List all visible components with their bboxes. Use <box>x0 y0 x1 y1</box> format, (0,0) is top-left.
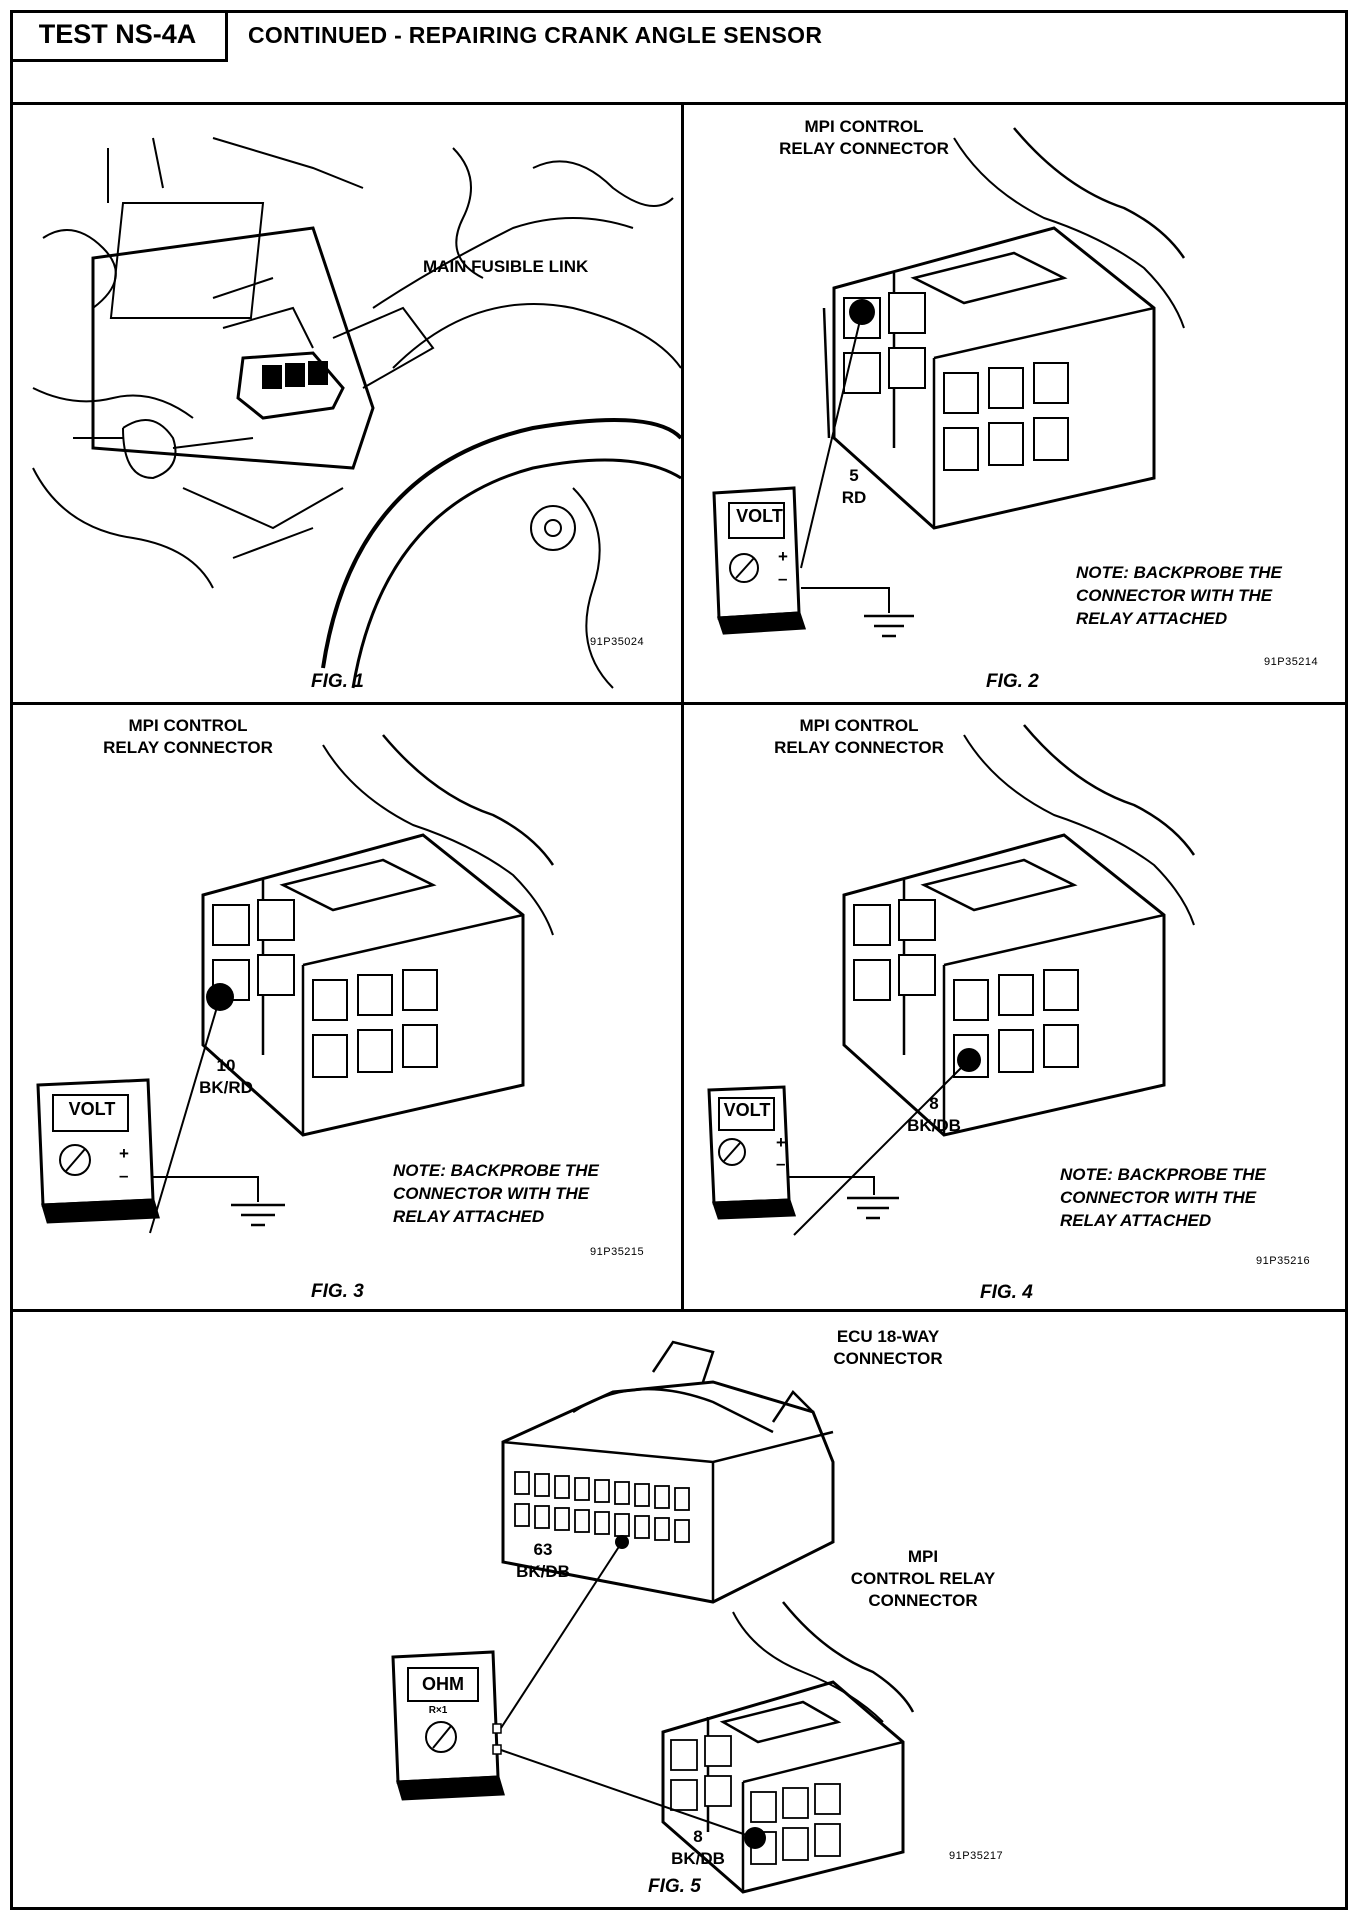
meter-range: R×1 <box>428 1705 448 1716</box>
fig1-panel: MAIN FUSIBLE LINK 91P35024 FIG. 1 <box>13 108 683 702</box>
meter-label: OHM <box>422 1674 464 1694</box>
fig5-caption: FIG. 5 <box>648 1876 701 1897</box>
minus-terminal: – <box>778 569 788 588</box>
meter-label: VOLT <box>723 1100 771 1120</box>
page-title: CONTINUED - REPAIRING CRANK ANGLE SENSOR <box>248 22 823 48</box>
backprobe-note: NOTE: BACKPROBE THE CONNECTOR WITH THE R… <box>393 1159 599 1228</box>
connector-label-line2: RELAY CONNECTOR <box>774 738 944 757</box>
ecu-wire-color: BK/DB <box>516 1562 570 1581</box>
ecu-and-relay-drawing <box>391 1340 915 1894</box>
relay-connector-label: MPI CONTROL RELAY CONNECTOR <box>823 1546 1023 1612</box>
relay-connector-drawing <box>707 724 1196 1236</box>
ecu-pin-label: 63 BK/DB <box>503 1539 583 1583</box>
ecu-pin-number: 63 <box>533 1540 553 1559</box>
note-line1: NOTE: BACKPROBE THE <box>1060 1165 1266 1184</box>
divider-vertical <box>681 105 684 1312</box>
note-line2: CONNECTOR WITH THE <box>1076 586 1273 605</box>
divider-row1 <box>10 702 1348 705</box>
connector-label-line1: MPI CONTROL <box>804 117 924 136</box>
relay-connector-drawing <box>36 734 555 1234</box>
fig5-panel: ECU 18-WAY CONNECTOR <box>13 1312 1348 1910</box>
ecu-connector-label: ECU 18-WAY CONNECTOR <box>813 1326 963 1370</box>
engine-bay-illustration <box>32 137 683 689</box>
relay-pin-label: 8 BK/DB <box>658 1826 738 1870</box>
relay-pin-number: 8 <box>693 1827 703 1846</box>
pin-number: 8 <box>929 1094 939 1113</box>
header-bar: TEST NS-4A CONTINUED - REPAIRING CRANK A… <box>10 10 1348 105</box>
fig3-panel: MPI CONTROL RELAY CONNECTOR <box>13 705 681 1309</box>
ecu-label-line2: CONNECTOR <box>833 1349 943 1368</box>
main-fusible-link-callout: MAIN FUSIBLE LINK <box>423 257 589 276</box>
pin-label: 5 RD <box>834 465 874 509</box>
note-line3: RELAY ATTACHED <box>1060 1211 1212 1230</box>
fig3-code: 91P35215 <box>590 1246 645 1258</box>
pin-number: 5 <box>849 466 859 485</box>
note-line3: RELAY ATTACHED <box>393 1207 545 1226</box>
relay-label-line3: CONNECTOR <box>868 1591 978 1610</box>
relay-wire-color: BK/DB <box>671 1849 725 1868</box>
minus-terminal: – <box>776 1154 786 1173</box>
pin-label: 10 BK/RD <box>191 1055 261 1099</box>
fig1-code: 91P35024 <box>590 636 645 648</box>
connector-label-line1: MPI CONTROL <box>799 716 919 735</box>
minus-terminal: – <box>119 1166 129 1185</box>
pin-number: 10 <box>216 1056 236 1075</box>
connector-label-line2: RELAY CONNECTOR <box>779 139 949 158</box>
connector-label: MPI CONTROL RELAY CONNECTOR <box>764 116 964 160</box>
fig2-caption: FIG. 2 <box>986 671 1039 692</box>
note-line1: NOTE: BACKPROBE THE <box>393 1161 599 1180</box>
wire-color: BK/RD <box>199 1078 253 1097</box>
note-line1: NOTE: BACKPROBE THE <box>1076 563 1282 582</box>
page-frame <box>10 10 1348 1910</box>
divider-row2 <box>10 1309 1348 1312</box>
plus-terminal: + <box>778 547 788 566</box>
meter-label: VOLT <box>736 506 783 526</box>
connector-label: MPI CONTROL RELAY CONNECTOR <box>754 715 964 759</box>
fig2-panel: MPI CONTROL RELAY CONNECTOR <box>684 108 1348 702</box>
fig4-caption: FIG. 4 <box>980 1282 1033 1303</box>
fig4-panel: MPI CONTROL RELAY CONNECTOR <box>684 705 1348 1309</box>
note-line2: CONNECTOR WITH THE <box>393 1184 590 1203</box>
pin-label: 8 BK/DB <box>899 1093 969 1137</box>
fig4-code: 91P35216 <box>1256 1255 1311 1267</box>
backprobe-note: NOTE: BACKPROBE THE CONNECTOR WITH THE R… <box>1076 561 1282 630</box>
note-line2: CONNECTOR WITH THE <box>1060 1188 1257 1207</box>
ecu-label-line1: ECU 18-WAY <box>836 1327 940 1346</box>
fig1-caption: FIG. 1 <box>311 671 364 692</box>
plus-terminal: + <box>776 1133 786 1152</box>
relay-label-line1: MPI <box>907 1547 939 1566</box>
relay-connector-drawing <box>712 127 1186 638</box>
connector-label-line2: RELAY CONNECTOR <box>103 738 273 757</box>
meter-label: VOLT <box>68 1099 116 1119</box>
fig3-caption: FIG. 3 <box>311 1281 364 1302</box>
note-line3: RELAY ATTACHED <box>1076 609 1228 628</box>
wire-color: BK/DB <box>907 1116 961 1135</box>
plus-terminal: + <box>119 1144 129 1163</box>
wire-color: RD <box>841 488 867 507</box>
relay-label-line2: CONTROL RELAY <box>850 1569 996 1588</box>
fig2-code: 91P35214 <box>1264 656 1319 668</box>
fig5-code: 91P35217 <box>949 1850 1004 1862</box>
connector-label: MPI CONTROL RELAY CONNECTOR <box>83 715 293 759</box>
connector-label-line1: MPI CONTROL <box>128 716 248 735</box>
backprobe-note: NOTE: BACKPROBE THE CONNECTOR WITH THE R… <box>1060 1163 1266 1232</box>
test-id: TEST NS-4A <box>10 10 228 62</box>
